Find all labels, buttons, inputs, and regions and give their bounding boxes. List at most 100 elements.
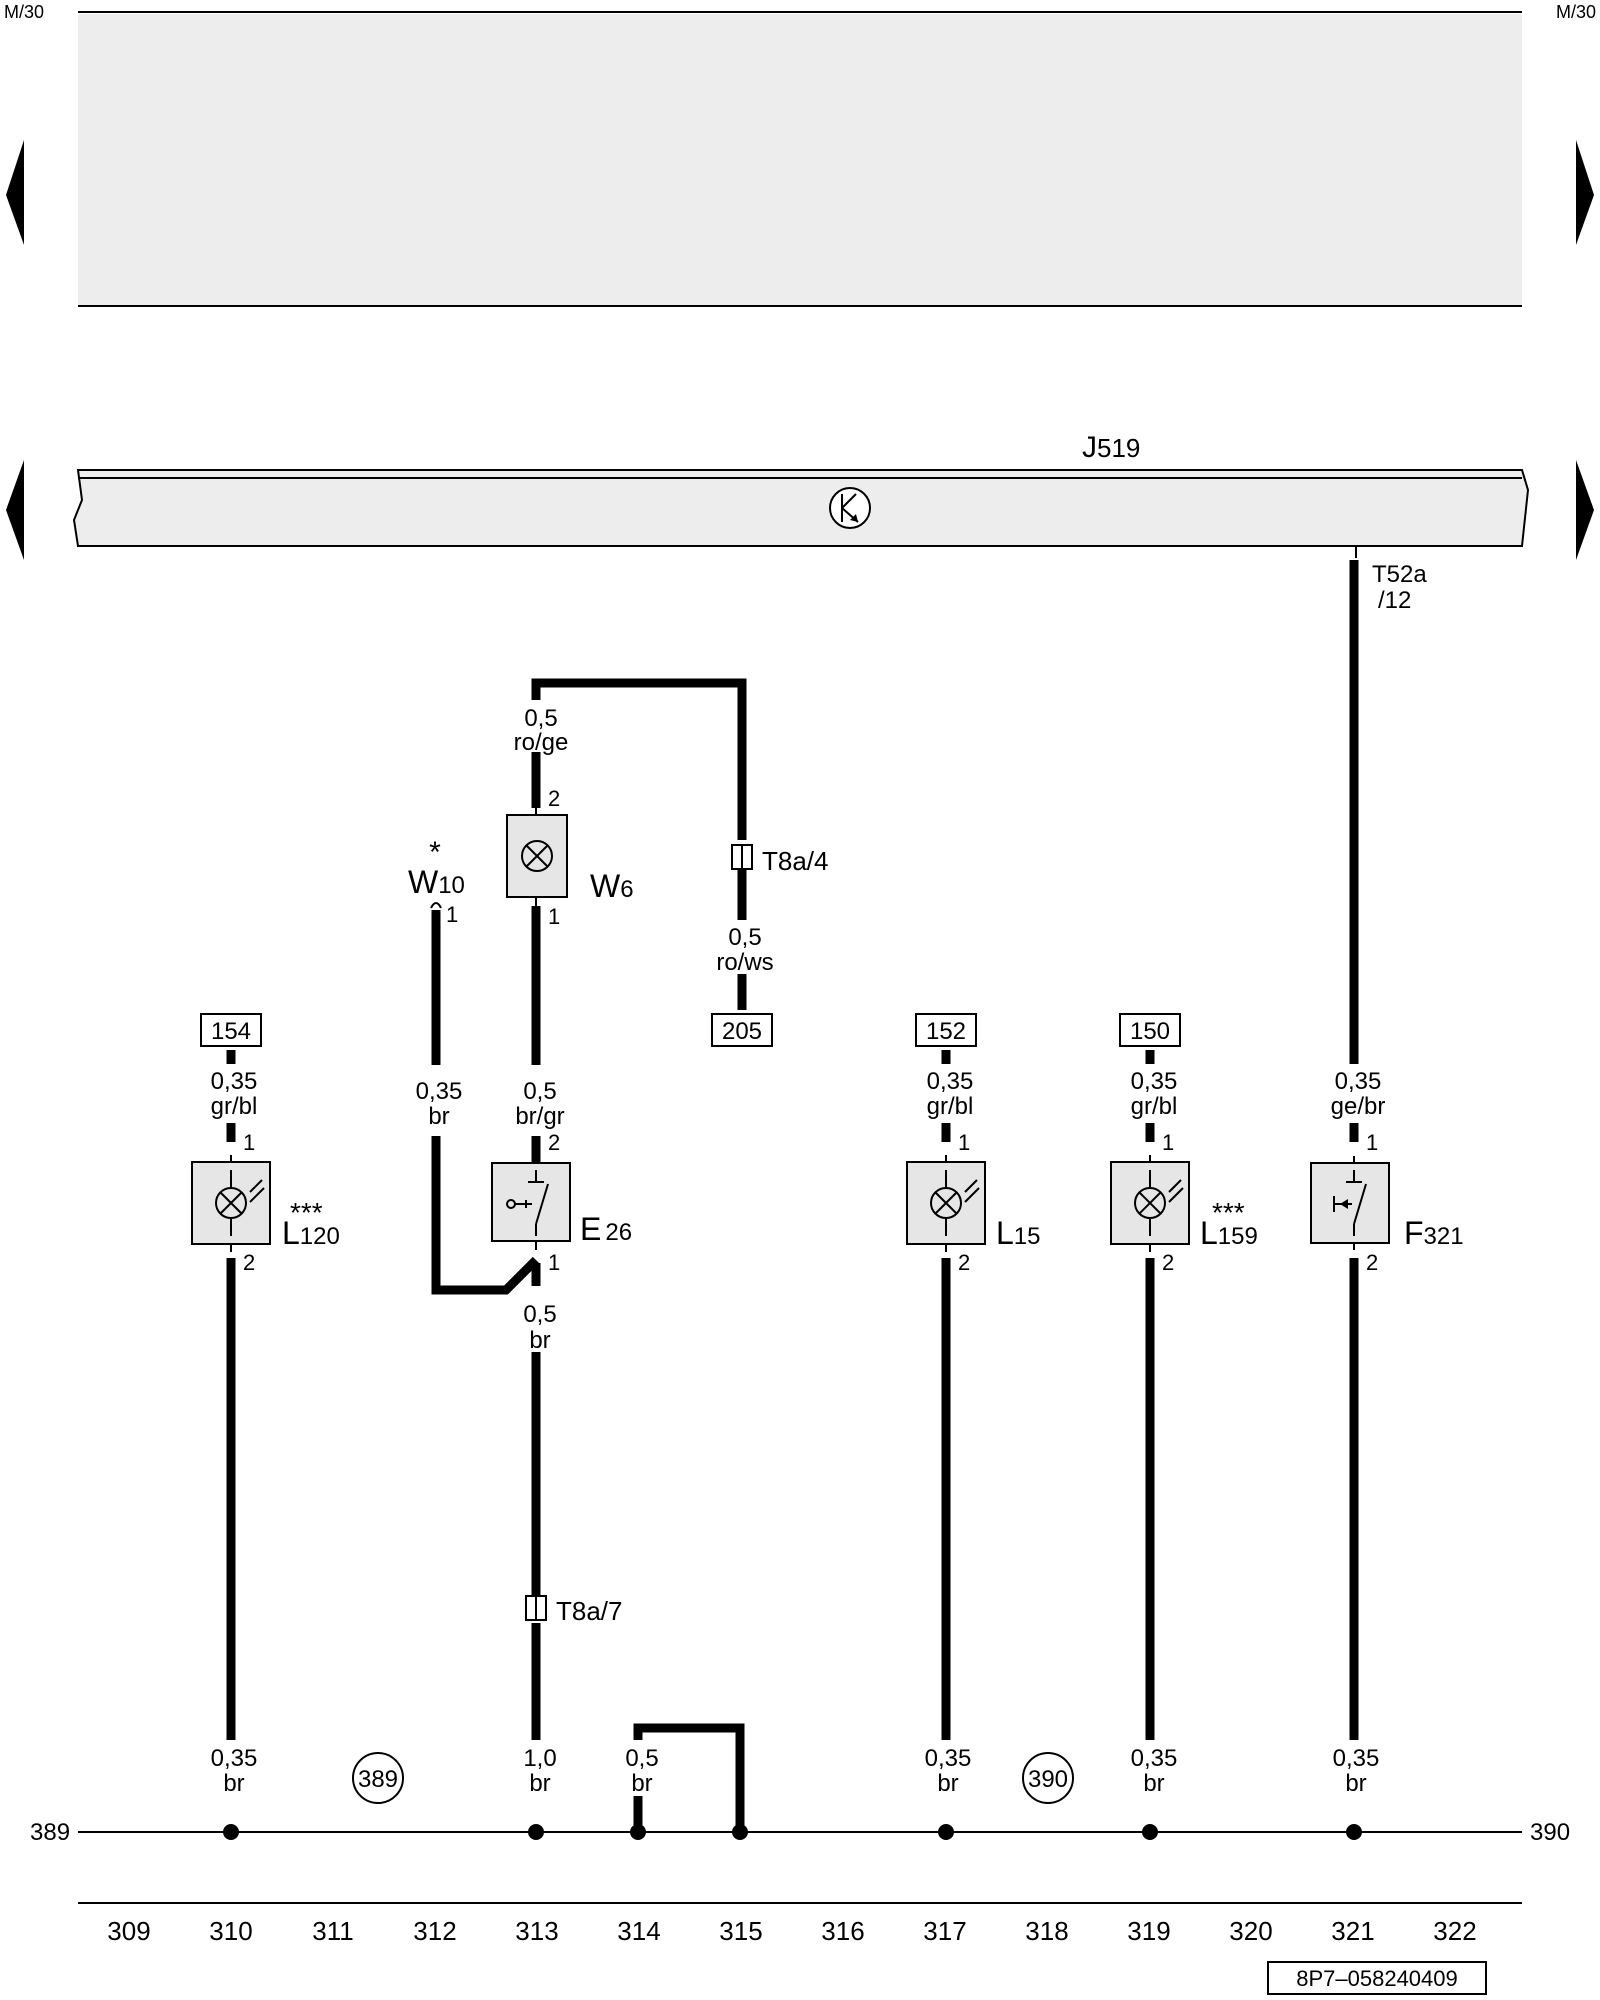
- svg-text:0,5: 0,5: [625, 1745, 658, 1772]
- ground-point-389-label: 389: [358, 1766, 398, 1793]
- track-number: 318: [1025, 1916, 1068, 1946]
- svg-text:br: br: [529, 1770, 550, 1797]
- svg-text:gr/bl: gr/bl: [211, 1093, 258, 1120]
- wire-label-f321-top: 0,35 ge/br: [1320, 1064, 1392, 1120]
- track-number: 310: [209, 1916, 252, 1946]
- l159-pin-top: 1: [1162, 1130, 1174, 1155]
- e26-pin-top: 2: [548, 1130, 560, 1155]
- illumination-lamp-icon: [930, 1170, 980, 1236]
- svg-text:gr/bl: gr/bl: [927, 1093, 974, 1120]
- track-number: 314: [617, 1916, 660, 1946]
- wire-label-ground-321: 0,35 br: [1322, 1740, 1386, 1797]
- f321-pin-top: 1: [1366, 1130, 1378, 1155]
- w10-pin: 1: [446, 902, 458, 927]
- ref-box-150[interactable]: 150: [1119, 1013, 1181, 1047]
- svg-text:0,35: 0,35: [925, 1745, 972, 1772]
- l159-mark: ***: [1212, 1197, 1245, 1228]
- component-w6[interactable]: 2 1 W6: [506, 786, 634, 929]
- w10-mark: *: [429, 836, 441, 869]
- l120-pin-top: 1: [243, 1130, 255, 1155]
- module-pin-label: T52a: [1372, 561, 1427, 588]
- svg-text:0,35: 0,35: [211, 1068, 258, 1095]
- ground-junctions: [223, 1824, 1362, 1840]
- e26-pin-bottom: 1: [548, 1250, 560, 1275]
- f321-pin-bottom: 2: [1366, 1250, 1378, 1275]
- l159-pin-bottom: 2: [1162, 1250, 1174, 1275]
- top-panel: [78, 14, 1522, 306]
- l15-pin-top: 1: [958, 1130, 970, 1155]
- track-number: 311: [312, 1916, 353, 1946]
- ref-box-205-label: 205: [722, 1018, 762, 1045]
- prev-module-arrow-icon[interactable]: [6, 460, 24, 560]
- component-f321[interactable]: 1 2 F321: [1310, 1130, 1464, 1275]
- wire-label-ground-314: 0,5 br: [612, 1740, 668, 1797]
- svg-text:0,35: 0,35: [927, 1068, 974, 1095]
- track-number: 313: [515, 1916, 558, 1946]
- ground-point-390[interactable]: 390: [1022, 1752, 1074, 1804]
- ref-box-154-label: 154: [211, 1018, 251, 1045]
- ref-box-205[interactable]: 205: [711, 1013, 773, 1047]
- wire-label-e26-bottom: 0,5 br: [512, 1294, 562, 1354]
- corner-label-right: M/30: [1556, 2, 1596, 22]
- svg-text:br: br: [631, 1770, 652, 1797]
- ref-box-152[interactable]: 152: [915, 1013, 977, 1047]
- track-number: 317: [923, 1916, 966, 1946]
- svg-text:ge/br: ge/br: [1331, 1093, 1386, 1120]
- svg-text:br: br: [937, 1770, 958, 1797]
- corner-label-left: M/30: [4, 2, 44, 22]
- svg-text:br: br: [529, 1327, 550, 1354]
- track-number: 319: [1127, 1916, 1170, 1946]
- svg-text:0,35: 0,35: [211, 1745, 258, 1772]
- next-page-arrow-icon[interactable]: [1576, 140, 1594, 245]
- track-number: 309: [107, 1916, 150, 1946]
- lamp-icon: [521, 840, 553, 872]
- track-number: 320: [1229, 1916, 1272, 1946]
- wire-label-w6-top: 0,5 ro/ge: [504, 700, 568, 756]
- ground-point-389[interactable]: 389: [352, 1752, 404, 1804]
- track-number: 316: [821, 1916, 864, 1946]
- svg-text:0,35: 0,35: [1131, 1068, 1178, 1095]
- ref-box-154[interactable]: 154: [200, 1013, 262, 1047]
- component-l120[interactable]: 1 2 *** L120: [191, 1130, 340, 1275]
- doc-code: 8P7–058240409: [1296, 1966, 1458, 1991]
- l120-mark: ***: [290, 1197, 323, 1228]
- illumination-lamp-icon: [215, 1170, 265, 1236]
- wire-w10-to-e26: [431, 1136, 540, 1295]
- connector-t8a4[interactable]: T8a/4: [731, 844, 829, 876]
- bus-label-right: 390: [1530, 1819, 1570, 1846]
- svg-text:0,35: 0,35: [416, 1078, 463, 1105]
- wire-label-l159-top: 0,35 gr/bl: [1117, 1064, 1185, 1120]
- ref-box-152-label: 152: [926, 1018, 966, 1045]
- l15-pin-bottom: 2: [958, 1250, 970, 1275]
- svg-text:0,35: 0,35: [1335, 1068, 1382, 1095]
- control-module-j519[interactable]: [72, 469, 1530, 547]
- component-l159[interactable]: 1 2 *** L159: [1110, 1130, 1258, 1275]
- switch-icon: [1333, 1170, 1367, 1236]
- svg-text:0,5: 0,5: [728, 924, 761, 951]
- wire-label-ground-313: 1,0 br: [508, 1740, 568, 1797]
- track-numbers: 309 310 311 312 313 314 315 316 317 318 …: [107, 1916, 1476, 1946]
- next-module-arrow-icon[interactable]: [1576, 460, 1594, 560]
- svg-text:gr/bl: gr/bl: [1131, 1093, 1178, 1120]
- svg-text:0,5: 0,5: [523, 1301, 556, 1328]
- module-symbol-icon: [829, 487, 871, 529]
- module-label: J519: [1082, 431, 1140, 464]
- component-l15[interactable]: 1 2 L15: [906, 1130, 1041, 1275]
- component-w10[interactable]: * W10 1: [408, 836, 465, 927]
- switch-icon: [506, 1170, 549, 1236]
- l120-pin-bottom: 2: [243, 1250, 255, 1275]
- svg-text:br: br: [428, 1103, 449, 1130]
- svg-text:1,0: 1,0: [523, 1745, 556, 1772]
- prev-page-arrow-icon[interactable]: [6, 140, 24, 245]
- doc-code-box: [1267, 1961, 1487, 1995]
- l120-label: L120: [282, 1215, 340, 1251]
- svg-text:ro/ws: ro/ws: [716, 949, 773, 976]
- w6-pin-top: 2: [548, 786, 560, 811]
- connector-t8a7[interactable]: T8a/7: [525, 1595, 623, 1626]
- track-number: 315: [719, 1916, 762, 1946]
- ground-point-390-label: 390: [1028, 1766, 1068, 1793]
- wire-label-ground-317: 0,35 br: [914, 1740, 978, 1797]
